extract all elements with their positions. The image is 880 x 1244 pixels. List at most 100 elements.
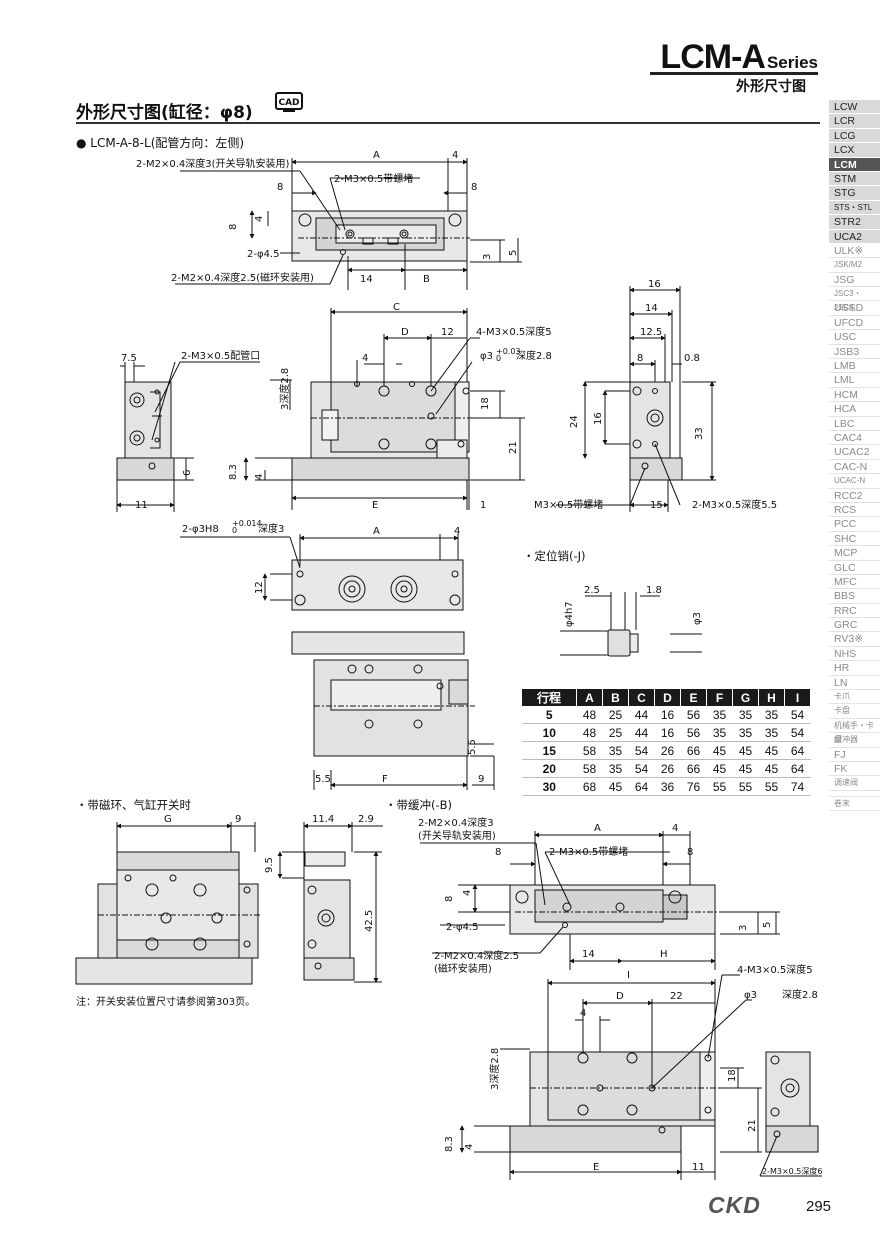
sidebar-item-46[interactable]: FJ bbox=[829, 747, 880, 762]
svg-text:3深度2.8: 3深度2.8 bbox=[488, 1048, 501, 1090]
sidebar-item-20[interactable]: LML bbox=[829, 373, 880, 388]
svg-text:2-M3×0.5配管口: 2-M3×0.5配管口 bbox=[181, 349, 260, 362]
top-view bbox=[175, 158, 522, 290]
sidebar-item-50[interactable]: 卷末 bbox=[829, 796, 880, 812]
sidebar-item-15[interactable]: USSD bbox=[829, 301, 880, 316]
sidebar-item-26[interactable]: CAC-N bbox=[829, 459, 880, 475]
table-header: E bbox=[680, 689, 707, 706]
sidebar-item-39[interactable]: NHS bbox=[829, 646, 880, 662]
table-cell: 25 bbox=[602, 723, 629, 742]
sidebar-item-9[interactable]: STR2 bbox=[829, 215, 880, 230]
sidebar-item-38[interactable]: RV3※ bbox=[829, 632, 880, 647]
table-cell: 45 bbox=[758, 741, 785, 760]
sidebar-item-45[interactable]: 缓冲器 bbox=[829, 733, 880, 748]
table-cell: 45 bbox=[706, 759, 733, 778]
svg-text:I: I bbox=[627, 970, 630, 981]
table-cell: 64 bbox=[628, 777, 655, 796]
magnet-switch-label: ・带磁环、气缸开关时 bbox=[76, 798, 191, 812]
table-cell: 20 bbox=[522, 759, 577, 778]
cad-icon[interactable]: CAD bbox=[275, 92, 303, 114]
sidebar-item-6[interactable]: STM bbox=[829, 171, 880, 187]
sidebar-item-13[interactable]: JSG bbox=[829, 272, 880, 288]
table-header: F bbox=[706, 689, 733, 706]
sidebar-item-24[interactable]: CAC4 bbox=[829, 430, 880, 446]
svg-text:2-M3×0.5带螺堵: 2-M3×0.5带螺堵 bbox=[549, 845, 628, 858]
table-cell: 15 bbox=[522, 741, 577, 760]
sidebar-item-37[interactable]: GRC bbox=[829, 618, 880, 633]
table-cell: 16 bbox=[654, 706, 681, 724]
svg-text:4: 4 bbox=[672, 823, 678, 834]
sidebar-item-5[interactable]: LCM bbox=[829, 157, 880, 172]
sidebar-item-1[interactable]: LCW bbox=[829, 100, 880, 115]
sidebar-item-2[interactable]: LCR bbox=[829, 114, 880, 129]
table-cell: 58 bbox=[576, 741, 603, 760]
sidebar-item-48[interactable]: 调速阀 bbox=[829, 776, 880, 791]
svg-text:33: 33 bbox=[694, 427, 705, 440]
sidebar-item-31[interactable]: SHC bbox=[829, 531, 880, 547]
table-cell: 64 bbox=[784, 759, 811, 778]
sidebar-item-29[interactable]: RCS bbox=[829, 502, 880, 518]
sidebar-item-4[interactable]: LCX bbox=[829, 143, 880, 158]
sidebar-item-30[interactable]: PCC bbox=[829, 517, 880, 532]
buffer-side-view bbox=[759, 1051, 822, 1177]
sidebar-item-42[interactable]: 卡爪 bbox=[829, 690, 880, 705]
sidebar-item-16[interactable]: UFCD bbox=[829, 315, 880, 331]
table-cell: 35 bbox=[732, 706, 759, 724]
svg-text:21: 21 bbox=[508, 441, 519, 454]
sidebar-item-23[interactable]: LBC bbox=[829, 416, 880, 431]
table-cell: 64 bbox=[784, 741, 811, 760]
table-header: B bbox=[602, 689, 629, 706]
svg-text:15: 15 bbox=[650, 500, 663, 511]
svg-text:14: 14 bbox=[582, 949, 595, 960]
sidebar-item-32[interactable]: MCP bbox=[829, 546, 880, 561]
sidebar-item-40[interactable]: HR bbox=[829, 661, 880, 676]
svg-text:9: 9 bbox=[478, 774, 484, 785]
sidebar-item-25[interactable]: UCAC2 bbox=[829, 445, 880, 460]
svg-text:6: 6 bbox=[182, 470, 193, 476]
brand-logo: CKD bbox=[708, 1192, 761, 1218]
svg-text:12: 12 bbox=[441, 327, 454, 338]
svg-text:2-M3×0.5深度5.5: 2-M3×0.5深度5.5 bbox=[692, 498, 777, 511]
sidebar-item-18[interactable]: JSB3 bbox=[829, 344, 880, 360]
svg-text:2-M3×0.5深度6: 2-M3×0.5深度6 bbox=[762, 1166, 822, 1176]
svg-text:5: 5 bbox=[762, 922, 773, 928]
sidebar-item-21[interactable]: HCM bbox=[829, 387, 880, 403]
table-cell: 48 bbox=[576, 706, 603, 724]
svg-text:8: 8 bbox=[495, 847, 501, 858]
sidebar-item-11[interactable]: ULK※ bbox=[829, 243, 880, 259]
table-cell: 35 bbox=[706, 723, 733, 742]
sidebar-item-27[interactable]: UCAC-N bbox=[829, 474, 880, 489]
sidebar-item-36[interactable]: RRC bbox=[829, 603, 880, 619]
svg-text:1: 1 bbox=[480, 500, 486, 511]
svg-text:9.5: 9.5 bbox=[264, 857, 275, 873]
table-cell: 55 bbox=[758, 777, 785, 796]
sidebar-item-49 bbox=[829, 790, 880, 797]
sidebar-item-22[interactable]: HCA bbox=[829, 402, 880, 417]
table-cell: 25 bbox=[602, 706, 629, 724]
sidebar-item-12[interactable]: JSK/M2 bbox=[829, 258, 880, 273]
sidebar-item-10[interactable]: UCA2 bbox=[829, 229, 880, 244]
sidebar-item-3[interactable]: LCG bbox=[829, 128, 880, 144]
sidebar-item-19[interactable]: LMB bbox=[829, 359, 880, 374]
sidebar-item-41[interactable]: LN bbox=[829, 675, 880, 691]
sidebar-item-28[interactable]: RCC2 bbox=[829, 488, 880, 503]
sidebar-item-35[interactable]: BBS bbox=[829, 589, 880, 604]
table-cell: 10 bbox=[522, 723, 577, 742]
svg-text:4: 4 bbox=[462, 890, 473, 896]
locating-pin-detail bbox=[560, 592, 702, 657]
svg-text:E: E bbox=[372, 500, 378, 511]
svg-text:D: D bbox=[401, 327, 409, 338]
sidebar-item-7[interactable]: STG bbox=[829, 186, 880, 201]
sidebar-item-43[interactable]: 卡盘 bbox=[829, 704, 880, 719]
table-cell: 45 bbox=[732, 759, 759, 778]
sidebar-item-17[interactable]: USC bbox=[829, 330, 880, 345]
svg-text:2-M2×0.4深度2.5: 2-M2×0.4深度2.5 bbox=[434, 949, 519, 962]
back-view bbox=[291, 631, 495, 790]
svg-text:+0.03: +0.03 bbox=[496, 347, 521, 356]
sidebar-item-33[interactable]: GLC bbox=[829, 560, 880, 575]
sidebar-item-8[interactable]: STS・STL bbox=[829, 200, 880, 216]
svg-text:8: 8 bbox=[444, 896, 455, 902]
sidebar-item-34[interactable]: MFC bbox=[829, 574, 880, 590]
sidebar-item-47[interactable]: FK bbox=[829, 761, 880, 777]
